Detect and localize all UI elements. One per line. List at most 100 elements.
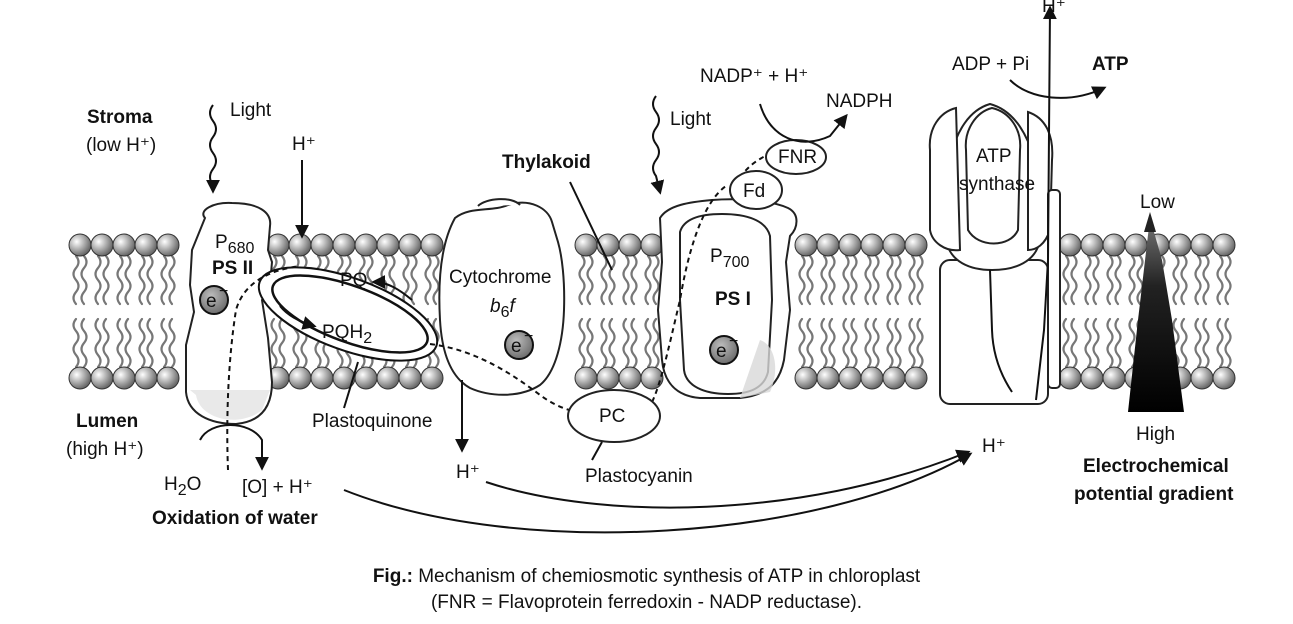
lipid-tail [828,317,836,369]
light-wave-arrow-ps2 [206,104,220,194]
thylakoid-label: Thylakoid [502,152,591,173]
lipid-tail [1180,254,1188,306]
lipid-tail [138,254,146,306]
lipid-head [860,366,884,390]
lipid-tail [886,317,894,369]
photosystem-1 [656,198,798,399]
lipid-tail [798,317,806,369]
photosystem-2 [185,201,274,426]
lipid-tail [94,254,102,306]
fnr-label: FNR [778,147,817,168]
lipid-head [838,233,862,257]
lipid-tail [402,254,410,306]
lipid-head [640,366,664,390]
lipid-tail [1084,254,1092,306]
nadp-reaction-label: NADP⁺ + H⁺ [700,66,808,87]
electron-charge: − [524,328,533,345]
lipid-tail [864,317,872,369]
membrane-lipid-heads [68,233,1236,390]
electron-transport-path [226,265,301,471]
proton-label-lumen-cyt: H⁺ [456,462,480,483]
pc-label: PC [599,406,625,427]
pqh2-label: PQH2 [322,322,372,347]
lipid-head [1190,366,1214,390]
lipid-head [156,233,180,257]
lipid-tail [1224,254,1232,306]
gradient-high-label: High [1136,424,1175,445]
lipid-tail [72,254,80,306]
lipid-tail [1172,317,1180,369]
lipid-tail [1106,317,1114,369]
lipid-head [596,366,620,390]
lipid-head [904,233,928,257]
proton-label-top: H⁺ [1042,0,1066,17]
lipid-tail [1194,254,1202,306]
lipid-tail [410,254,418,306]
p680-label: P680 [215,232,254,257]
lipid-tail [168,317,176,369]
lipid-tail [424,254,432,306]
electron-path-fd-fnr [739,140,803,179]
electron-ps1: e − [709,333,739,365]
lipid-head [1058,366,1082,390]
plastoquinone-label: Plastoquinone [312,411,432,432]
lipid-tail [820,254,828,306]
electron-cytochrome: e − [504,328,534,360]
gradient-triangle [1128,218,1184,412]
lipid-tail [622,317,630,369]
lipid-head [574,366,598,390]
lipid-tail [1092,317,1100,369]
lumen-label: Lumen [76,411,138,432]
lipid-head [134,233,158,257]
lipid-tail [94,317,102,369]
proton-label-lumen-atp: H⁺ [982,436,1006,457]
light-label-ps1: Light [670,109,712,130]
lipid-tail [80,317,88,369]
lipid-tail [80,254,88,306]
electron-charge: − [219,283,228,300]
light-wave-arrow-ps1 [650,95,665,195]
light-label-ps2: Light [230,100,272,121]
atp-synthase-label-2: synthase [959,174,1035,195]
lipid-tail [168,254,176,306]
lipid-tail [608,254,616,306]
fd-label: Fd [743,181,765,202]
lipid-head [882,366,906,390]
electron-label: e [206,291,217,312]
lipid-head [398,233,422,257]
lipid-tail [146,254,154,306]
lipid-tail [1202,317,1210,369]
lipid-head [68,233,92,257]
proton-label-stroma: H⁺ [292,134,316,155]
lipid-tail [578,254,586,306]
lipid-tail [608,317,616,369]
lipid-head [310,366,334,390]
ferredoxin [729,170,783,210]
lipid-tail [1216,254,1224,306]
lipid-head [134,366,158,390]
lipid-tail [600,254,608,306]
lipid-tail [1216,317,1224,369]
ps1-label: PS I [715,289,751,310]
lipid-tail [894,317,902,369]
atp-formation-arrow [1009,79,1107,100]
lipid-tail [586,317,594,369]
lipid-head [420,233,444,257]
pq-label: PQ [340,270,367,291]
lipid-head [838,366,862,390]
lipid-head [618,233,642,257]
electron-label: e [511,336,522,357]
lipid-head [90,233,114,257]
lipid-tail [1106,254,1114,306]
plastocyanin-label: Plastocyanin [585,466,693,487]
lipid-tail [160,317,168,369]
lipid-head [288,233,312,257]
adp-pi-label: ADP + Pi [952,54,1029,75]
lipid-head [794,233,818,257]
lipid-tail [652,317,660,369]
lipid-head [68,366,92,390]
b6f-label: b6f [490,296,516,321]
atp-synthase [928,102,1061,405]
lipid-tail [622,254,630,306]
